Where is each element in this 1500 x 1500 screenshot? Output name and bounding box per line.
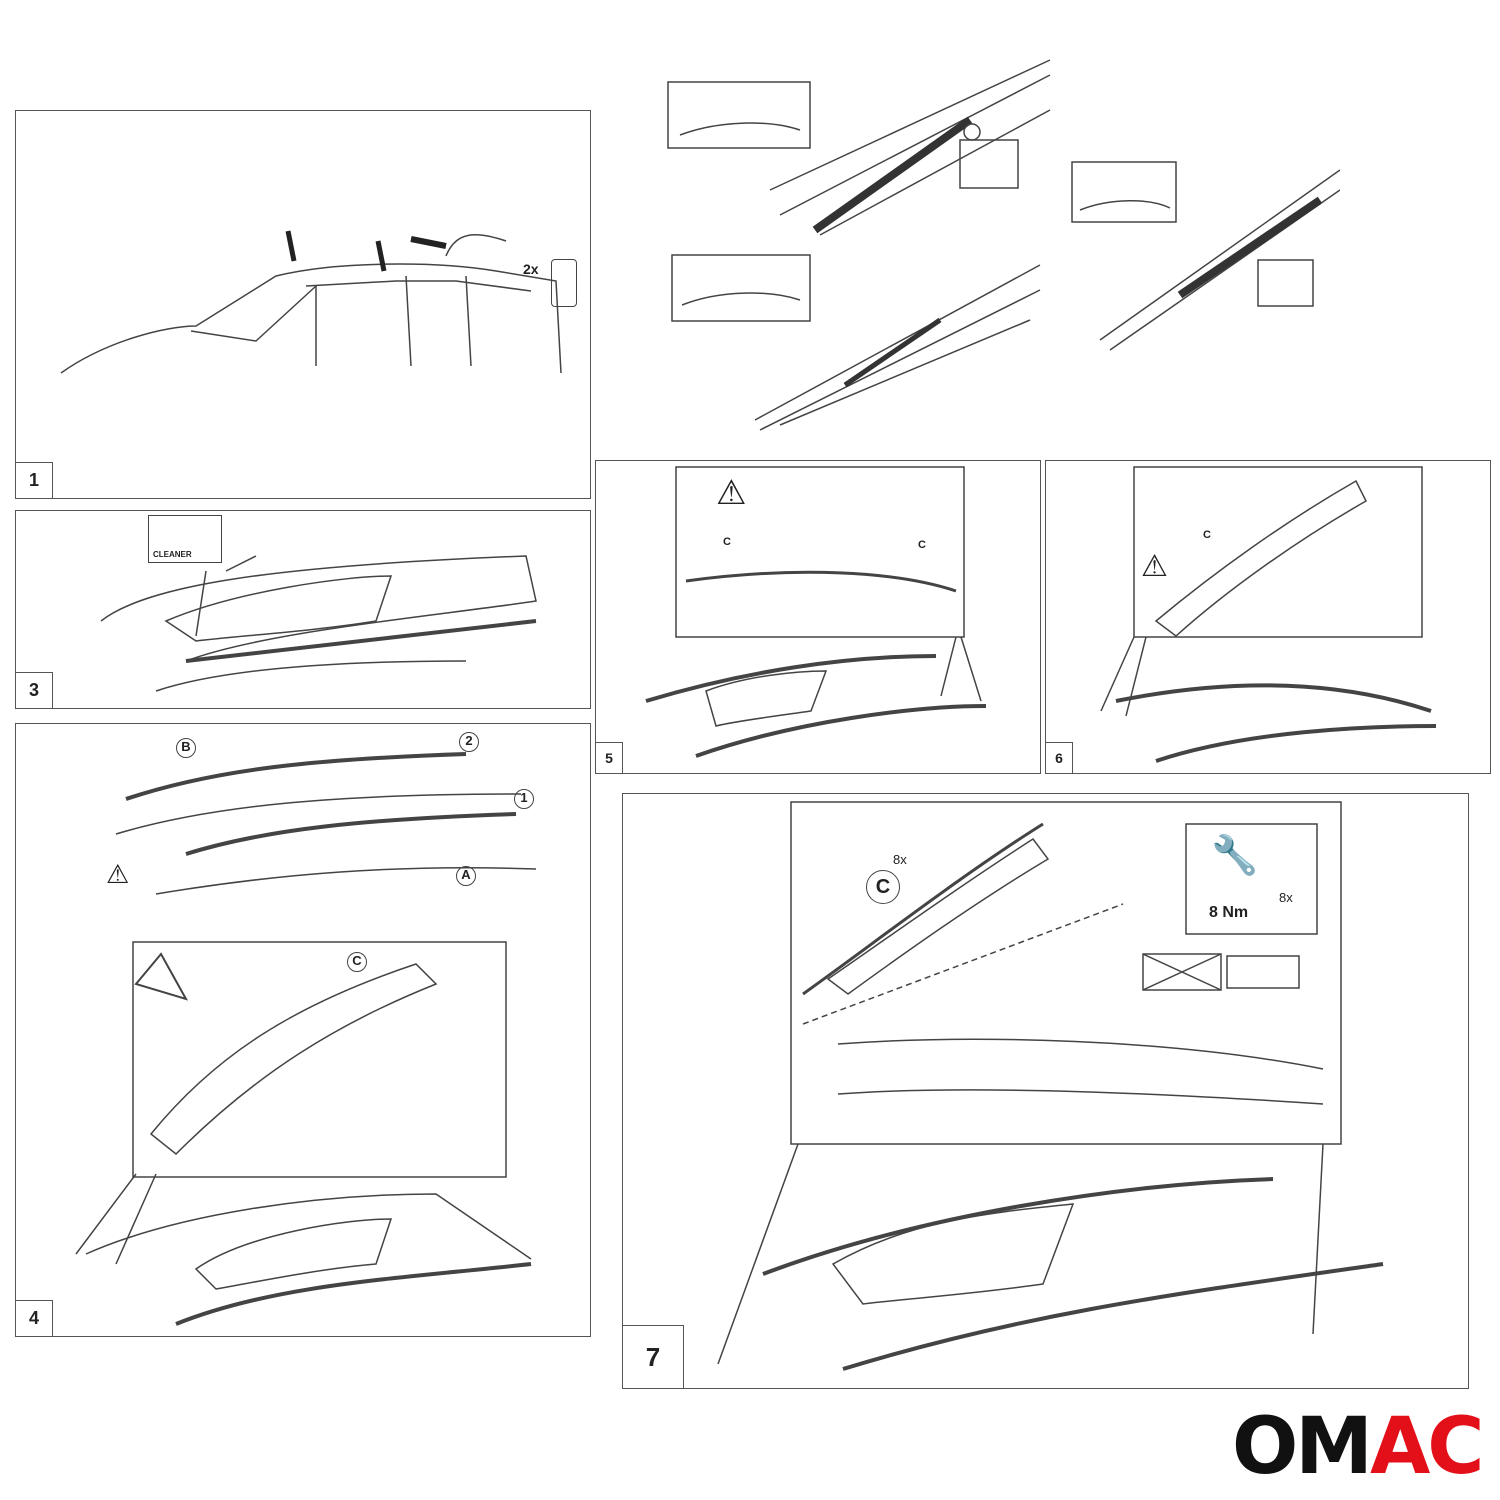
step-number: 4 xyxy=(15,1300,53,1337)
roof-illustration xyxy=(100,555,537,692)
warning-icon: ⚠ xyxy=(106,859,130,889)
mark-1: 1 xyxy=(514,789,534,809)
step-7-panel: C 8x 🔧 8 Nm 8x 7 xyxy=(622,793,1469,1389)
step-1-panel: 2x 1 xyxy=(15,110,591,499)
bolt-c-label: C xyxy=(347,952,367,972)
step-6-panel: ⚠ C 6 xyxy=(1045,460,1491,774)
warning-icon: ⚠ xyxy=(716,474,747,512)
car-side-illustration xyxy=(60,230,562,374)
step-number: 7 xyxy=(622,1325,684,1389)
step-number: 6 xyxy=(1045,742,1073,774)
rail-install-illustration xyxy=(75,752,537,1326)
step-number: 3 xyxy=(15,672,53,709)
step-3-panel: CLEANER 3 xyxy=(15,510,591,709)
count-label: 2x xyxy=(523,261,539,277)
step-2-illustration xyxy=(660,50,1340,440)
torque-count: 8x xyxy=(1279,890,1293,905)
logo-part1: OM xyxy=(1232,1402,1373,1492)
rail-a-label: A xyxy=(456,866,476,886)
rail-torque-illustration xyxy=(717,801,1384,1371)
step-4-panel: B A 2 1 C ⚠ 4 xyxy=(15,723,591,1337)
warning-icon: ⚠ xyxy=(1141,550,1168,583)
bolt-c-label: C xyxy=(918,539,926,551)
bolt-c-label: C xyxy=(1203,529,1211,541)
rail-front-illustration xyxy=(645,466,987,758)
cleaner-icon: CLEANER xyxy=(148,515,222,563)
step-number: 5 xyxy=(595,742,623,774)
cleaner-label: CLEANER xyxy=(153,550,192,559)
omac-logo: OMAC xyxy=(1232,1402,1485,1492)
step-5-panel: ⚠ C C 5 xyxy=(595,460,1041,774)
torque-value: 8 Nm xyxy=(1209,904,1249,921)
rail-rear-illustration xyxy=(1100,466,1437,763)
rail-b-label: B xyxy=(176,738,196,758)
trash-bin-icon xyxy=(551,259,577,307)
bolt-count: 8x xyxy=(893,852,907,867)
bolt-c-label: C xyxy=(723,536,731,548)
step-number: 1 xyxy=(15,462,53,499)
wrench-icon: 🔧 xyxy=(1211,835,1259,877)
logo-part2: AC xyxy=(1369,1402,1485,1492)
bolt-c-label: C xyxy=(866,870,900,904)
mark-2: 2 xyxy=(459,732,479,752)
